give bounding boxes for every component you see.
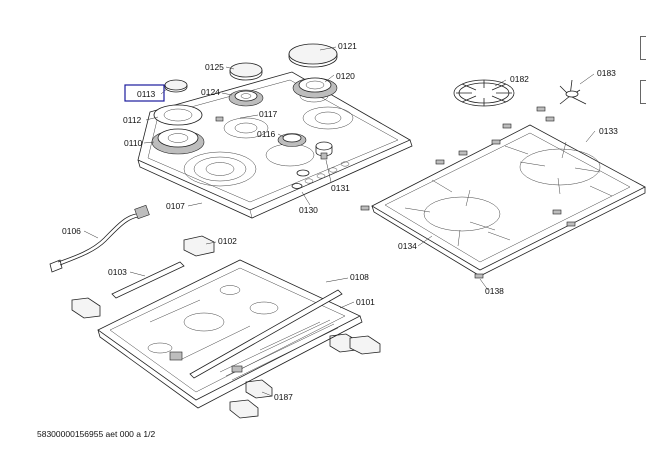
part-label-0106[interactable]: 0106 [62, 226, 81, 236]
part-label-0121[interactable]: 0121 [338, 41, 357, 51]
part-label-0116[interactable]: 0116 [257, 129, 276, 139]
part-label-0113[interactable]: 0113 [137, 89, 156, 99]
burner-head-rear-right [292, 77, 338, 99]
knob-seal [291, 169, 310, 189]
part-label-0131[interactable]: 0131 [331, 183, 350, 193]
pan-support-adapter [559, 79, 587, 105]
part-label-0133[interactable]: 0133 [599, 126, 618, 136]
part-label-0108[interactable]: 0108 [350, 272, 369, 282]
pan-support-feet [360, 106, 576, 279]
part-label-0107[interactable]: 0107 [166, 201, 185, 211]
document-reference-footer: 58300000156955 aet 000 a 1/2 [37, 429, 156, 439]
burner-head-small [277, 133, 307, 147]
page-edge-bracket [640, 36, 646, 60]
part-label-0117[interactable]: 0117 [259, 109, 278, 119]
burner-cap-medium [229, 62, 263, 81]
part-label-0102[interactable]: 0102 [218, 236, 237, 246]
part-label-0125[interactable]: 0125 [205, 62, 224, 72]
gas-rail [189, 289, 343, 379]
part-label-0138[interactable]: 0138 [485, 286, 504, 296]
part-label-0183[interactable]: 0183 [597, 68, 616, 78]
part-label-0110[interactable]: 0110 [124, 138, 143, 148]
part-label-0187[interactable]: 0187 [274, 392, 293, 402]
igniter-electrode [215, 116, 224, 122]
mains-cable [49, 204, 150, 273]
part-label-0120[interactable]: 0120 [336, 71, 355, 81]
burner-ring-0112 [153, 104, 203, 126]
sealing-strip [111, 261, 185, 299]
pan-support-single [453, 79, 515, 107]
part-label-0101[interactable]: 0101 [356, 297, 375, 307]
hob-top-plate [137, 71, 413, 219]
part-labels: 0121 0125 0120 0113 0124 0112 0117 0116 … [62, 41, 618, 402]
part-label-0134[interactable]: 0134 [398, 241, 417, 251]
page-edge-bracket [640, 80, 646, 104]
part-label-0130[interactable]: 0130 [299, 205, 318, 215]
burner-head-wok [151, 128, 205, 155]
part-label-0182[interactable]: 0182 [510, 74, 529, 84]
part-label-0112[interactable]: 0112 [123, 115, 142, 125]
control-knob [315, 141, 333, 160]
burner-cap-large [288, 43, 338, 68]
burner-cap-small [164, 79, 188, 93]
part-label-0124[interactable]: 0124 [201, 87, 220, 97]
burner-head-rear-left [228, 89, 264, 107]
base-tray [97, 259, 363, 409]
pan-support-double [371, 124, 646, 277]
highlight-box-0113 [124, 84, 165, 102]
part-label-0103[interactable]: 0103 [108, 267, 127, 277]
